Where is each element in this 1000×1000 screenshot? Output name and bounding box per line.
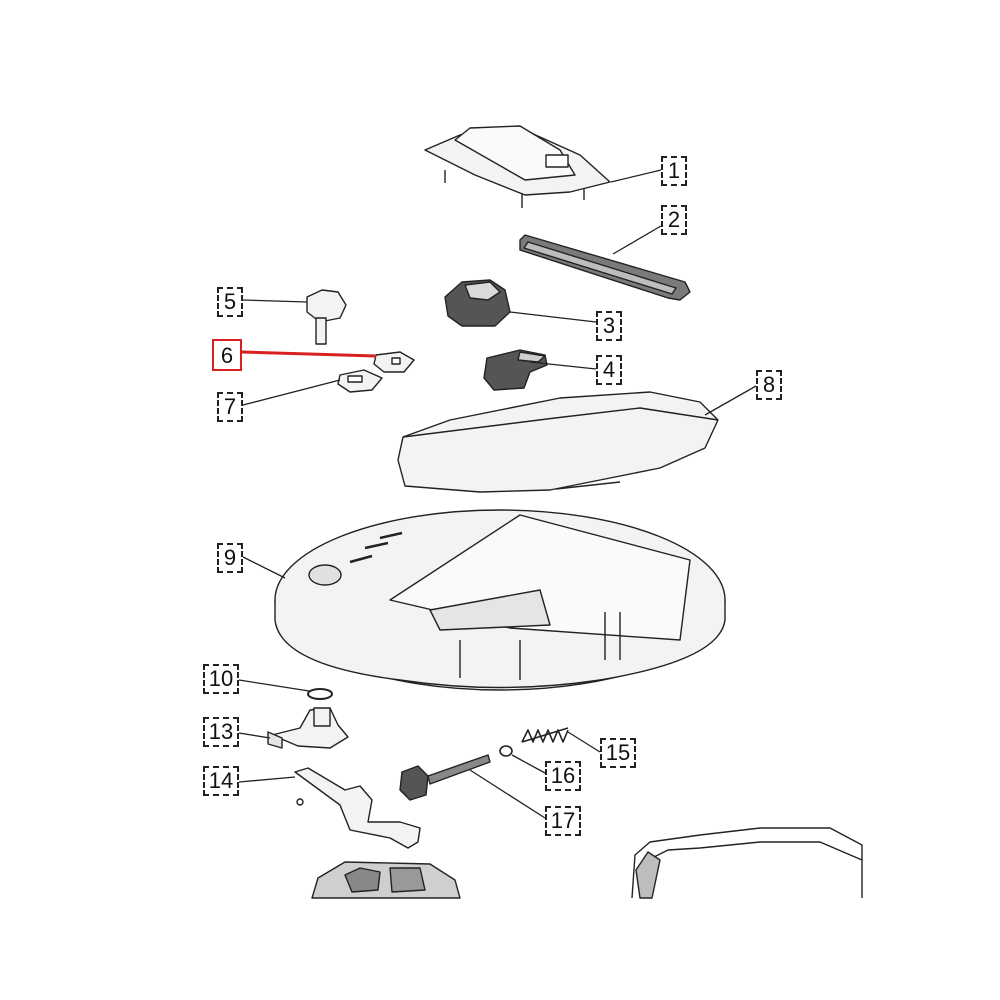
leader-5 bbox=[242, 299, 308, 303]
leader-16 bbox=[511, 754, 546, 774]
leader-8 bbox=[704, 385, 757, 416]
part-2-seal-strip bbox=[519, 234, 691, 301]
leader-9 bbox=[242, 556, 286, 579]
callout-15: 15 bbox=[600, 738, 636, 768]
leader-7 bbox=[242, 379, 341, 406]
bottom-mechanism bbox=[311, 861, 461, 899]
part-9-lid-base bbox=[274, 509, 726, 691]
part-15-spring bbox=[521, 727, 569, 743]
leader-15 bbox=[567, 731, 601, 753]
housing-fragment bbox=[631, 827, 863, 899]
callout-8: 8 bbox=[756, 370, 782, 400]
callout-7: 7 bbox=[217, 392, 243, 422]
callout-5: 5 bbox=[217, 287, 243, 317]
part-1-top-cover bbox=[424, 125, 611, 208]
part-7-small-cap bbox=[337, 369, 383, 393]
part-4-latch bbox=[483, 349, 548, 391]
leader-14 bbox=[238, 776, 296, 783]
callout-16: 16 bbox=[545, 761, 581, 791]
part-6-small-cap bbox=[373, 351, 415, 373]
part-14-lever-arm bbox=[294, 767, 421, 849]
callout-1: 1 bbox=[661, 156, 687, 186]
leader-10 bbox=[238, 679, 310, 692]
part-3-knob bbox=[444, 279, 511, 327]
callout-3: 3 bbox=[596, 311, 622, 341]
callout-17: 17 bbox=[545, 806, 581, 836]
part-17-bolt bbox=[399, 754, 491, 801]
part-8-outer-cover bbox=[397, 391, 719, 493]
leader-13 bbox=[238, 732, 271, 739]
part-16-ring bbox=[499, 745, 513, 757]
leader-4 bbox=[529, 361, 597, 370]
leader-1 bbox=[610, 169, 662, 183]
callout-13: 13 bbox=[203, 717, 239, 747]
callout-6-highlighted: 6 bbox=[212, 339, 242, 371]
part-10-o-ring bbox=[307, 688, 333, 700]
callout-9: 9 bbox=[217, 543, 243, 573]
leader-6 bbox=[241, 350, 377, 358]
part-13-valve-body bbox=[267, 707, 349, 749]
leader-3 bbox=[509, 311, 597, 323]
callout-4: 4 bbox=[596, 355, 622, 385]
leader-17 bbox=[469, 769, 546, 819]
callout-10: 10 bbox=[203, 664, 239, 694]
callout-14: 14 bbox=[203, 766, 239, 796]
part-5-small-knob bbox=[306, 289, 347, 345]
leader-2 bbox=[612, 225, 662, 255]
callout-2: 2 bbox=[661, 205, 687, 235]
